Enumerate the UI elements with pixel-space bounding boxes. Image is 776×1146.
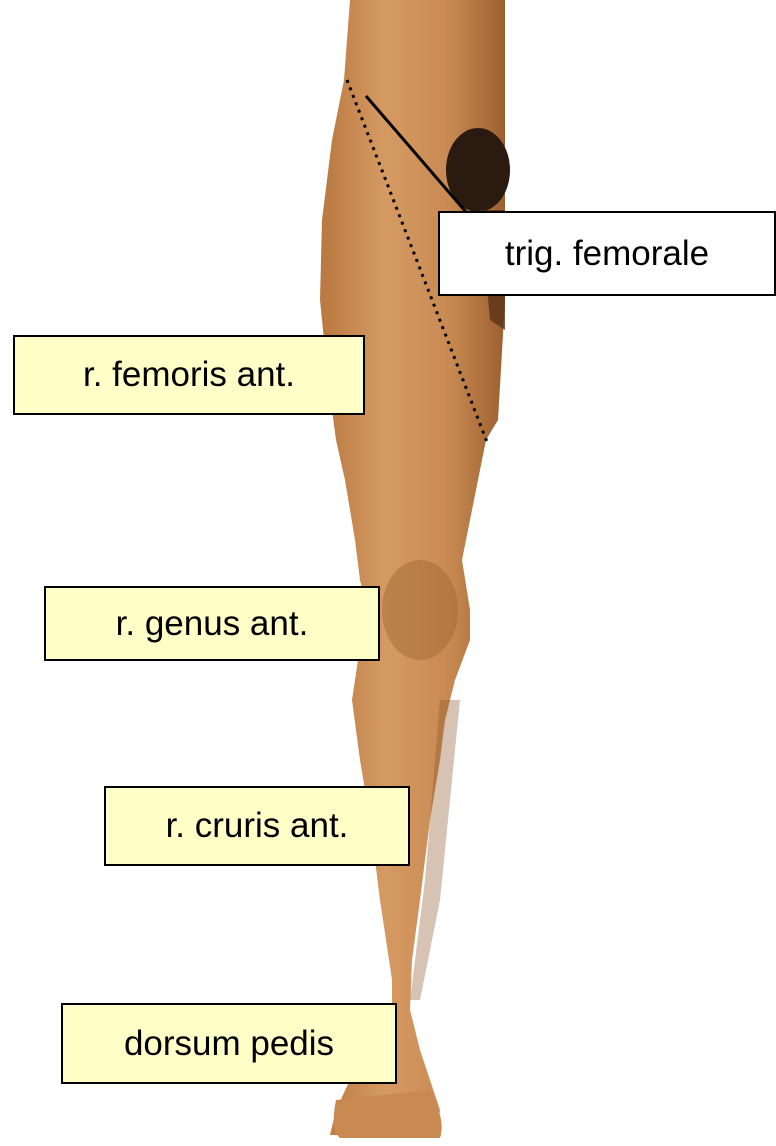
label-regio-cruris-ant: r. cruris ant. xyxy=(104,786,410,866)
knee-shadow xyxy=(382,560,458,660)
label-dorsum-pedis: dorsum pedis xyxy=(61,1003,397,1084)
label-trig-femorale: trig. femorale xyxy=(438,211,776,296)
label-regio-genus-ant: r. genus ant. xyxy=(44,586,380,661)
label-regio-femoris-ant: r. femoris ant. xyxy=(13,335,365,415)
